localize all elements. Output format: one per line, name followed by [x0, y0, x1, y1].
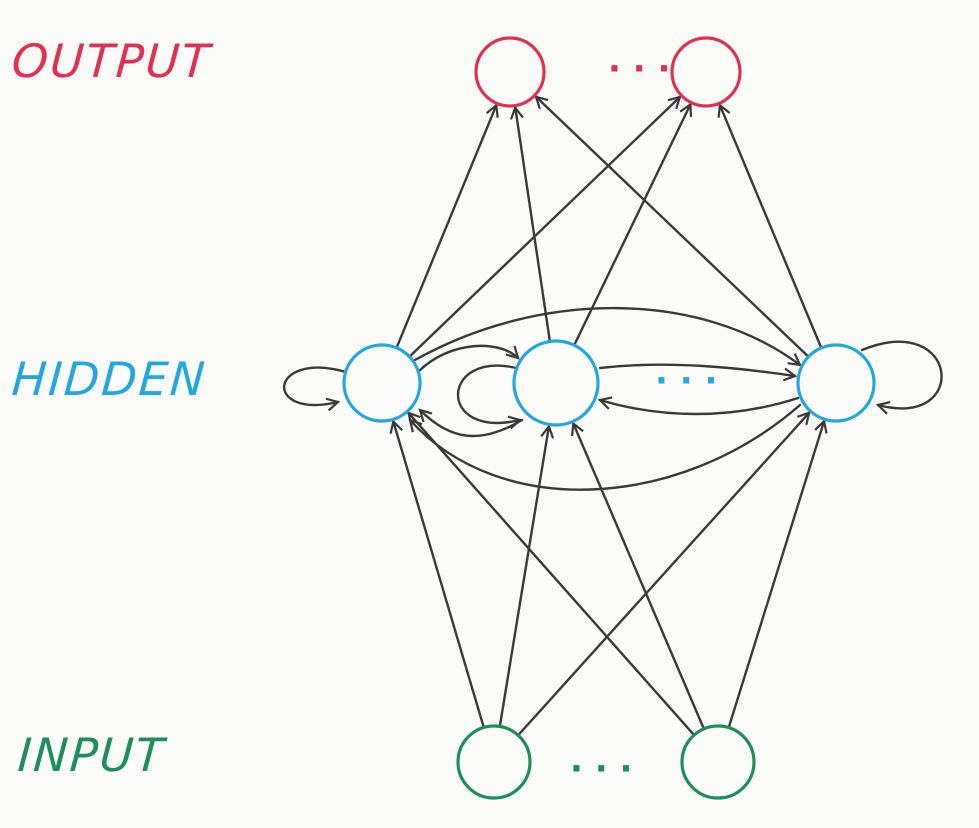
edge-h3-h1: [410, 403, 802, 491]
edge-i1-h2: [498, 426, 549, 728]
node-h2: [512, 339, 600, 427]
edge-i1-h1: [393, 421, 485, 729]
edge-h3-h2: [600, 398, 800, 416]
edge-h1-h2: [416, 344, 518, 374]
output-ellipsis: · · ·: [608, 49, 670, 89]
edge-h3-h3: [860, 340, 943, 409]
edge-h1-o2: [408, 97, 680, 358]
node-i2: [680, 724, 756, 800]
node-h1: [342, 343, 422, 423]
node-o2: [670, 36, 742, 108]
edge-i2-h3: [727, 421, 824, 729]
edges-group: [283, 97, 943, 737]
node-i1: [456, 724, 532, 800]
edge-h2-h1: [420, 410, 524, 438]
edge-h3-o2: [720, 105, 823, 350]
edge-i2-h1: [409, 413, 696, 737]
edge-h2-h3: [598, 363, 795, 376]
hidden-ellipsis: · · ·: [655, 361, 717, 401]
edge-h1-o1: [395, 105, 497, 350]
edge-h1-h3: [413, 306, 800, 365]
edge-h2-o1: [515, 108, 552, 343]
edge-h2-o2: [573, 104, 690, 347]
edge-h3-o1: [536, 97, 810, 358]
edge-i1-h3: [516, 413, 809, 737]
node-h3: [796, 343, 876, 423]
edge-h1-h1: [283, 366, 348, 405]
nodes-group: [342, 36, 876, 800]
edge-h2-h2: [456, 364, 520, 423]
input-ellipsis: · · ·: [570, 749, 632, 789]
edge-i2-h2: [573, 424, 706, 731]
node-o1: [474, 36, 546, 108]
